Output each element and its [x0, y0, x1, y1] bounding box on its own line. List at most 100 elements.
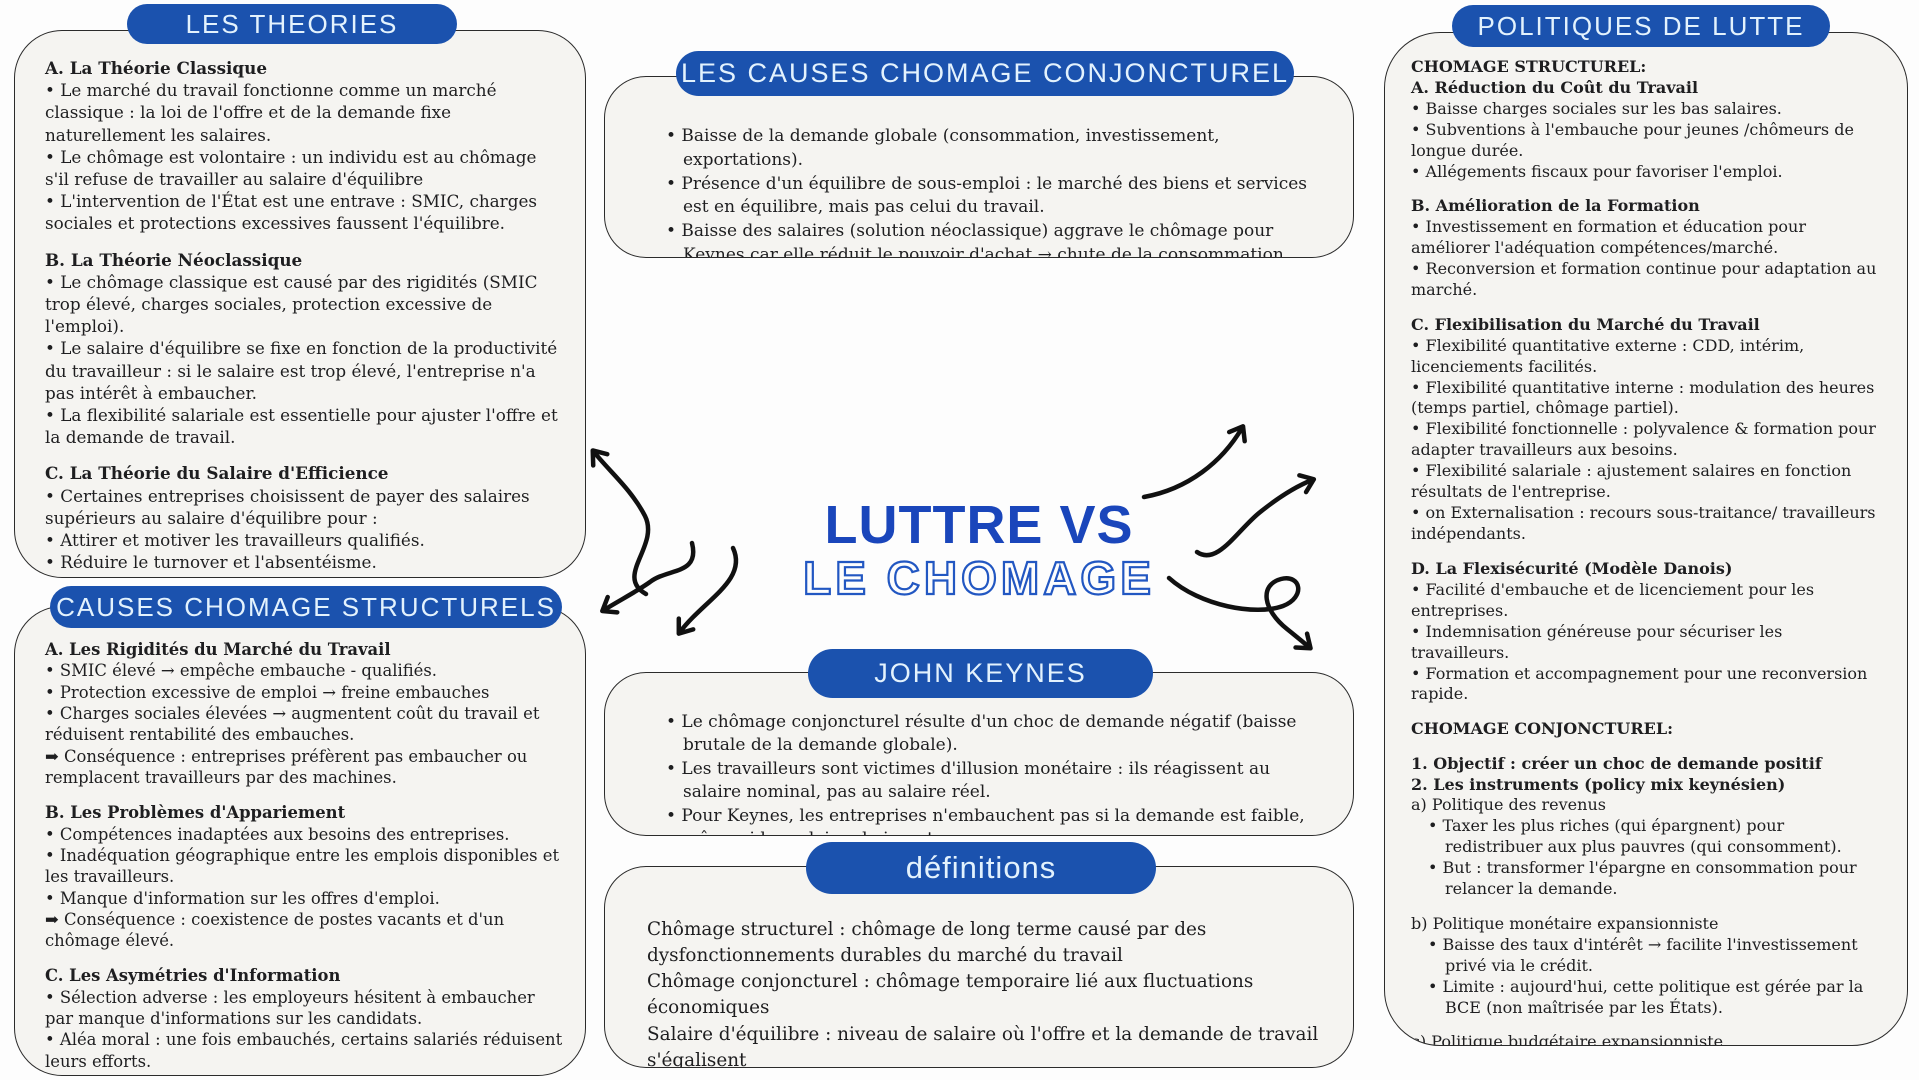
causes-conjoncturel-header-label: LES CAUSES CHOMAGE CONJONCTUREL — [680, 58, 1290, 88]
text-line: • Sélection adverse : les employeurs hés… — [45, 987, 535, 1029]
text-line: B. Les Problèmes d'Appariement — [45, 803, 346, 823]
text-line: C. Flexibilisation du Marché du Travail — [1411, 314, 1760, 334]
text-line: 1. Objectif : créer un choc de demande p… — [1411, 753, 1822, 773]
arrow-right-up-icon — [1141, 424, 1247, 500]
text-line: • Inadéquation géographique entre les em… — [45, 845, 560, 887]
keynes-content: • Le chômage conjoncturel résulte d'un c… — [605, 673, 1353, 835]
spacer — [1411, 301, 1883, 315]
text-line: • Investissement en formation et éducati… — [1411, 217, 1807, 258]
causes-structurels-header-pill: CAUSES CHOMAGE STRUCTURELS — [50, 586, 562, 628]
theories-content: A. La Théorie Classique• Le marché du tr… — [15, 31, 585, 577]
text-line: 2. Les instruments (policy mix keynésien… — [1411, 774, 1786, 794]
text-line: • Baisse des taux d'intérêt → facilite l… — [1428, 934, 1858, 975]
text-line: • Compétences inadaptées aux besoins des… — [45, 824, 510, 844]
text-line: • Limite : aujourd'hui, cette politique … — [1428, 976, 1864, 1017]
text-line: ➡ Conséquence : coexistence de postes va… — [45, 909, 505, 951]
spacer — [1411, 705, 1883, 719]
definitions-header-pill: définitions — [806, 842, 1156, 894]
definitions-header-label: définitions — [905, 850, 1057, 885]
text-line: Chômage conjoncturel : chômage temporair… — [647, 971, 1254, 1019]
text-line: A. Réduction du Coût du Travail — [1411, 77, 1699, 97]
spacer — [45, 234, 561, 248]
spacer — [45, 788, 563, 802]
text-line: • Flexibilité salariale : ajustement sal… — [1411, 461, 1852, 502]
text-line: • Protection excessive de emploi → frein… — [45, 682, 490, 702]
text-line: • Baisse des salaires (solution néoclass… — [666, 221, 1290, 258]
text-line: • Taxer les plus riches (qui épargnent) … — [1428, 816, 1842, 857]
text-line: Salaire d'équilibre : niveau de salaire … — [647, 1023, 1319, 1068]
definitions-content: Chômage structurel : chômage de long ter… — [605, 867, 1353, 1068]
text-line: • Le marché du travail fonctionne comme … — [45, 80, 497, 145]
text-line: b) Politique monétaire expansionniste — [1411, 913, 1719, 933]
causes-conjoncturel-content: • Baisse de la demande globale (consomma… — [605, 77, 1353, 258]
text-line: A. Les Rigidités du Marché du Travail — [45, 640, 391, 659]
text-line: • Charges sociales élevées → augmentent … — [45, 703, 540, 745]
spacer — [1411, 545, 1883, 559]
text-line: c) Politique budgétaire expansionniste — [1411, 1032, 1724, 1046]
theories-header-label: LES THEORIES — [185, 8, 399, 39]
theories-header-pill: LES THEORIES — [127, 4, 457, 44]
text-line: • Reconversion et formation continue pou… — [1411, 259, 1877, 300]
causes-conjoncturel-box: • Baisse de la demande globale (consomma… — [604, 76, 1354, 258]
text-line: • SMIC élevé → empêche embauche - qualif… — [45, 661, 437, 681]
text-line: a) Politique des revenus — [1411, 795, 1606, 815]
text-line: • Baisse de la demande globale (consomma… — [666, 126, 1220, 170]
spacer — [1411, 900, 1883, 914]
spacer — [1411, 1019, 1883, 1033]
causes-conjoncturel-header-pill: LES CAUSES CHOMAGE CONJONCTUREL — [676, 51, 1294, 96]
text-line: • Flexibilité quantitative interne : mod… — [1411, 377, 1875, 418]
text-line: • Manque d'information sur les offres d'… — [45, 888, 440, 908]
causes-structurels-content: A. Les Rigidités du Marché du Travail • S… — [15, 607, 585, 1075]
text-line: • Aléa moral : une fois embauchés, certa… — [45, 1030, 563, 1071]
keynes-header-label: JOHN KEYNES — [874, 658, 1087, 688]
text-line: • Le chômage conjoncturel résulte d'un c… — [666, 712, 1297, 756]
causes-structurels-box: A. Les Rigidités du Marché du Travail • S… — [14, 606, 586, 1076]
text-line: CHOMAGE STRUCTUREL: — [1411, 57, 1647, 76]
main-title: LUTTRE VS LE CHOMAGE — [604, 498, 1354, 605]
text-line: • La flexibilité salariale est essentiel… — [45, 404, 558, 448]
text-line: • Le chômage classique est causé par des… — [45, 271, 538, 337]
text-line: ➡ Conséquence : entreprises préfèrent pa… — [45, 746, 528, 787]
main-title-line1: LUTTRE VS — [824, 495, 1134, 555]
text-line: • Pour Keynes, les entreprises n'embauch… — [666, 805, 1305, 835]
keynes-header-pill: JOHN KEYNES — [808, 649, 1153, 698]
text-line: • Les travailleurs sont victimes d'illus… — [666, 758, 1271, 803]
text-line: A. La Théorie Classique — [45, 58, 267, 78]
text-line: • Flexibilité fonctionnelle : polyvalenc… — [1411, 419, 1876, 460]
politiques-header-label: POLITIQUES DE LUTTE — [1477, 10, 1805, 41]
text-line: C. Les Asymétries d'Information — [45, 966, 341, 986]
keynes-box: • Le chômage conjoncturel résulte d'un c… — [604, 672, 1354, 836]
text-line: • Flexibilité quantitative externe : CDD… — [1411, 335, 1805, 376]
text-line: • Allégements fiscaux pour favoriser l'e… — [1411, 161, 1783, 181]
text-line: B. La Théorie Néoclassique — [45, 249, 303, 270]
text-line: • on Externalisation : recours sous-trai… — [1411, 503, 1876, 544]
text-line: C. La Théorie du Salaire d'Efficience — [45, 463, 389, 484]
text-line: CHOMAGE CONJONCTUREL: — [1411, 719, 1674, 739]
text-line: Chômage structurel : chômage de long ter… — [647, 919, 1207, 967]
politiques-content: CHOMAGE STRUCTUREL:A. Réduction du Coût … — [1385, 33, 1907, 1046]
spacer — [45, 448, 561, 462]
spacer — [45, 952, 563, 966]
text-line: • Baisse charges sociales sur les bas sa… — [1411, 98, 1782, 118]
text-line: • Le salaire d'équilibre se fixe en fonc… — [45, 338, 558, 403]
text-line: • But : transformer l'épargne en consomm… — [1428, 858, 1857, 899]
politiques-header-pill: POLITIQUES DE LUTTE — [1452, 5, 1830, 47]
spacer — [1411, 183, 1883, 197]
theories-box: A. La Théorie Classique• Le marché du tr… — [14, 30, 586, 578]
politiques-box: CHOMAGE STRUCTUREL:A. Réduction du Coût … — [1384, 32, 1908, 1046]
spacer — [1411, 740, 1883, 754]
definitions-box: Chômage structurel : chômage de long ter… — [604, 866, 1354, 1068]
main-title-line2: LE CHOMAGE — [802, 551, 1155, 605]
text-line: • Salaire d'efficience : les entreprises… — [45, 1072, 563, 1075]
text-line: • Indemnisation généreuse pour sécuriser… — [1411, 621, 1783, 662]
text-line: • Certaines entreprises choisissent de p… — [45, 485, 530, 528]
text-line: • Réduire le turnover et l'absentéisme. — [45, 552, 377, 573]
text-line: • Subventions à l'embauche pour jeunes /… — [1411, 119, 1854, 160]
text-line: • Formation et accompagnement pour une r… — [1411, 663, 1868, 704]
text-line: B. Amélioration de la Formation — [1411, 196, 1700, 216]
text-line: • Présence d'un équilibre de sous-emploi… — [666, 173, 1308, 218]
causes-structurels-header-label: CAUSES CHOMAGE STRUCTURELS — [56, 591, 556, 622]
text-line: • Facilité d'embauche et de licenciement… — [1411, 579, 1815, 620]
text-line: • Le chômage est volontaire : un individ… — [45, 146, 537, 189]
